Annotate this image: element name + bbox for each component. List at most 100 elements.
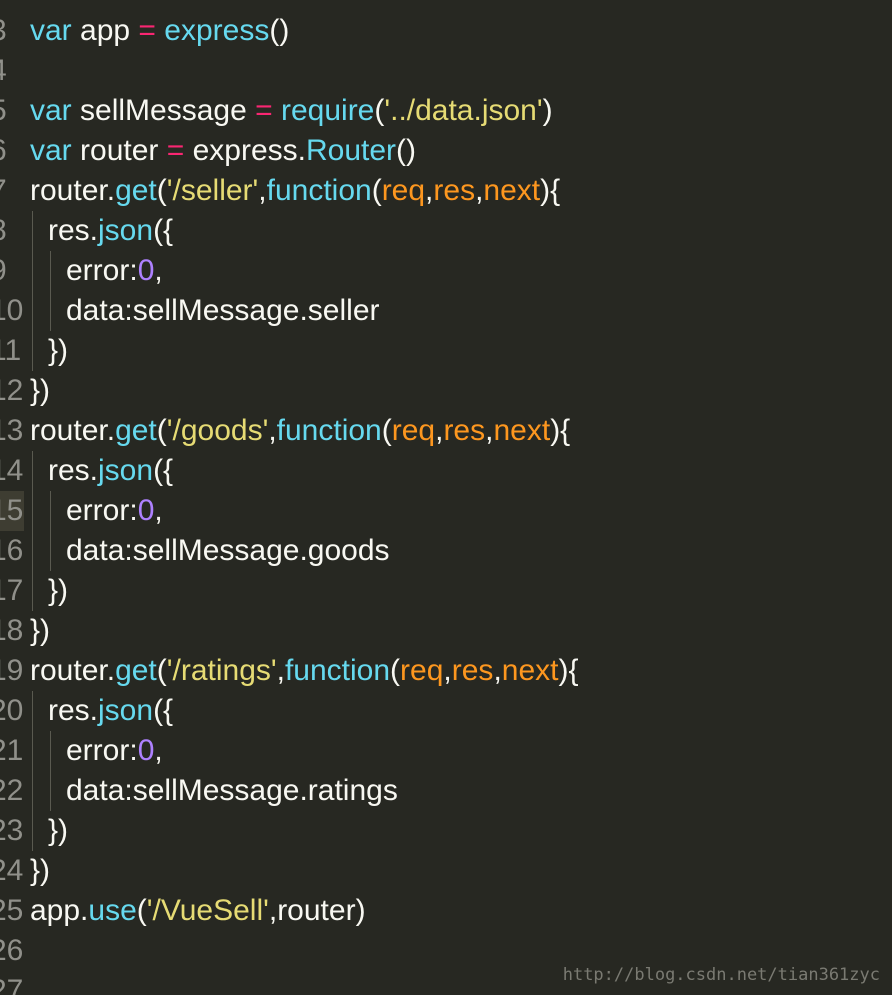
code-text: res.json({ [48, 691, 173, 731]
code-token: ) [542, 94, 553, 127]
code-text: router.get('/seller',function(req,res,ne… [30, 171, 560, 211]
code-line[interactable]: 9error:0, [0, 251, 892, 291]
code-line[interactable]: 13router.get('/goods',function(req,res,n… [0, 411, 892, 451]
code-text: data:sellMessage.ratings [66, 771, 398, 811]
code-token: ){ [558, 654, 579, 687]
code-token: = [138, 14, 156, 47]
line-number: 12 [0, 374, 24, 407]
code-token: function [266, 174, 372, 207]
indent-guide [50, 531, 51, 571]
code-token: data:sellMessage.ratings [66, 774, 398, 807]
code-token: }) [30, 614, 51, 647]
code-line[interactable]: 22 data:sellMessage.ratings [0, 771, 892, 811]
code-text: data:sellMessage.seller [66, 291, 380, 331]
code-token: ( [371, 174, 382, 207]
code-line[interactable]: 24}) [0, 851, 892, 891]
code-text: res.json({ [48, 211, 173, 251]
code-token: ( [136, 894, 147, 927]
code-token: ){ [540, 174, 561, 207]
line-number: 24 [0, 854, 24, 887]
code-text: var sellMessage = require('../data.json'… [30, 91, 553, 131]
indent-guide [32, 291, 33, 331]
code-token: , [485, 414, 494, 447]
code-token: ({ [153, 214, 174, 247]
indent-guide [50, 491, 51, 531]
code-text: router.get('/ratings',function(req,res,n… [30, 651, 579, 691]
code-token: router. [30, 414, 116, 447]
code-line[interactable]: 18}) [0, 611, 892, 651]
code-token: = [255, 94, 273, 127]
code-line[interactable]: 27 [0, 971, 892, 995]
line-number: 23 [0, 814, 24, 847]
line-number: 14 [0, 454, 24, 487]
code-token: () [269, 14, 290, 47]
code-token: next [501, 654, 559, 687]
code-token: Router [305, 134, 397, 167]
code-line[interactable]: 14 res.json({ [0, 451, 892, 491]
code-token: , [493, 654, 502, 687]
code-token: router [71, 134, 167, 167]
code-line[interactable]: 4 [0, 51, 892, 91]
code-line[interactable]: 7router.get('/seller',function(req,res,n… [0, 171, 892, 211]
code-token: ( [390, 654, 401, 687]
indent-guide [32, 691, 33, 731]
code-token: res. [48, 454, 99, 487]
code-token: , [154, 734, 163, 767]
code-line[interactable]: 6 var router = express.Router() [0, 131, 892, 171]
code-line[interactable]: 23}) [0, 811, 892, 851]
code-line[interactable]: 25app.use('/VueSell',router) [0, 891, 892, 931]
code-token: router. [30, 174, 116, 207]
code-line[interactable]: 3var app = express() [0, 11, 892, 51]
line-number: 5 [0, 91, 7, 131]
indent-guide [32, 811, 33, 851]
line-number: 18 [0, 614, 24, 647]
code-token: json [98, 214, 154, 247]
code-line[interactable]: 20res.json({ [0, 691, 892, 731]
line-number: 8 [0, 211, 7, 251]
code-line[interactable]: 19router.get('/ratings',function(req,res… [0, 651, 892, 691]
code-token: , [435, 414, 444, 447]
line-number: 22 [0, 774, 24, 807]
code-token: ({ [153, 694, 174, 727]
code-token: req [400, 654, 444, 687]
code-line[interactable]: 21error:0, [0, 731, 892, 771]
code-token: '/goods' [166, 414, 269, 447]
line-number: 17 [0, 574, 24, 607]
code-line[interactable]: 26 [0, 931, 892, 971]
code-token: res. [48, 214, 99, 247]
code-text: error:0, [66, 731, 163, 771]
code-text: }) [30, 851, 50, 891]
code-text: res.json({ [48, 451, 173, 491]
code-token: use [88, 894, 137, 927]
code-token: data:sellMessage.seller [66, 294, 380, 327]
code-token: () [396, 134, 417, 167]
code-line[interactable]: 8 res.json({ [0, 211, 892, 251]
line-number: 13 [0, 414, 24, 447]
code-text: }) [48, 811, 68, 851]
indent-guide [32, 531, 33, 571]
code-line[interactable]: 10 data:sellMessage.seller [0, 291, 892, 331]
code-token: }) [48, 574, 69, 607]
code-line[interactable]: 16data:sellMessage.goods [0, 531, 892, 571]
code-token: }) [30, 854, 51, 887]
code-line[interactable]: 11}) [0, 331, 892, 371]
code-line[interactable]: 5 var sellMessage = require('../data.json… [0, 91, 892, 131]
code-token: var [30, 14, 72, 47]
line-number: 10 [0, 294, 24, 327]
indent-guide [50, 731, 51, 771]
code-text: router.get('/goods',function(req,res,nex… [30, 411, 570, 451]
line-number: 26 [0, 934, 24, 967]
line-number: 6 [0, 131, 7, 171]
code-line[interactable]: 12}) [0, 371, 892, 411]
indent-guide [50, 291, 51, 331]
code-text: var router = express.Router() [30, 131, 416, 171]
code-line[interactable]: 17}) [0, 571, 892, 611]
indent-guide [32, 331, 33, 371]
indent-guide [32, 211, 33, 251]
indent-guide [32, 491, 33, 531]
line-number: 4 [0, 51, 7, 91]
code-line[interactable]: 15error:0, [0, 491, 892, 531]
code-token: , [154, 254, 163, 287]
code-token: next [493, 414, 551, 447]
